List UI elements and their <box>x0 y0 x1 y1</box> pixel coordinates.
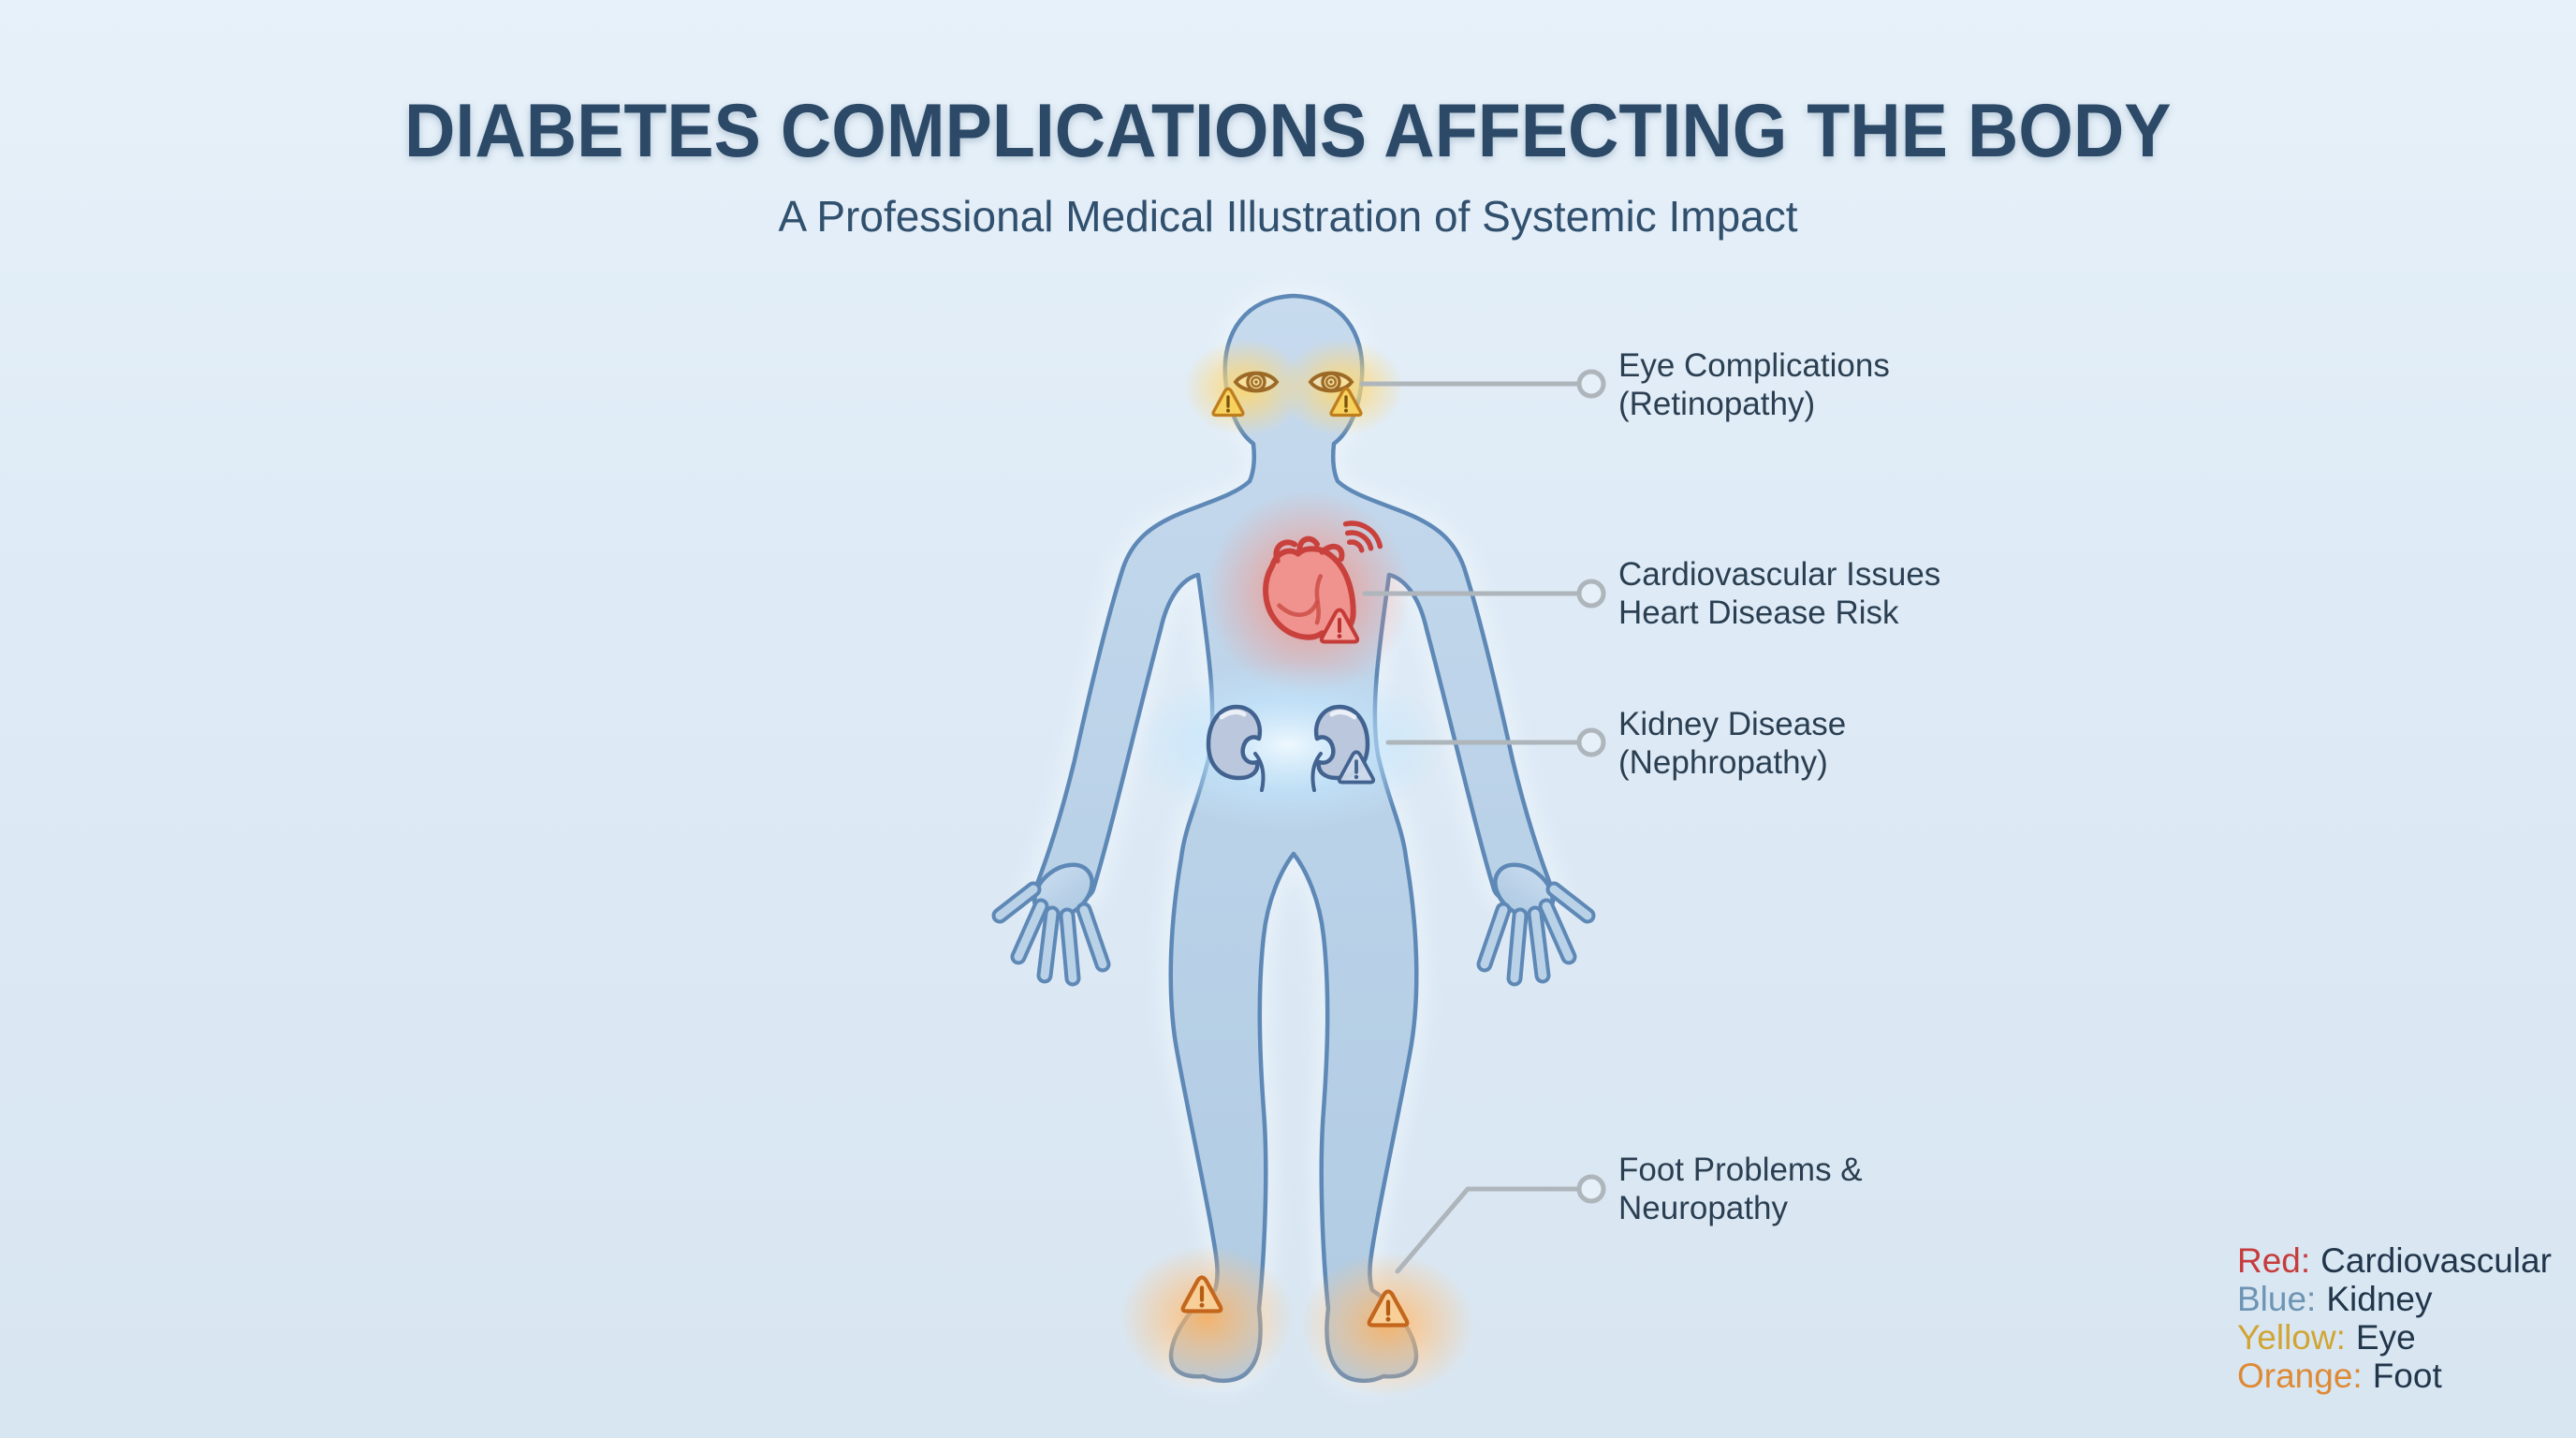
legend-row-kidney: Blue:Kidney <box>2237 1280 2552 1318</box>
legend-term-blue: Blue: <box>2237 1280 2317 1318</box>
warning-triangle-foot-right <box>1367 1289 1410 1328</box>
callout-label-kidney: Kidney Disease (Nephropathy) <box>1618 705 1846 782</box>
legend-row-foot: Orange:Foot <box>2237 1357 2552 1395</box>
page-title: DIABETES COMPLICATIONS AFFECTING THE BOD… <box>0 88 2576 175</box>
callout-label-kidney-line1: Kidney Disease <box>1618 706 1847 742</box>
callout-lines <box>1359 369 1606 1274</box>
warning-triangle-foot-left <box>1180 1275 1223 1313</box>
legend-term-yellow: Yellow: <box>2237 1318 2346 1357</box>
kidney-glow <box>1131 661 1445 829</box>
foot-callout-ring <box>1576 1174 1606 1204</box>
color-legend: Red:Cardiovascular Blue:Kidney Yellow:Ey… <box>2237 1241 2552 1395</box>
pulse-signal-icon <box>1342 521 1383 553</box>
warning-triangle-eye-right <box>1329 387 1363 418</box>
callout-label-cardio: Cardiovascular Issues Heart Disease Risk <box>1618 555 1940 632</box>
warning-triangle-kidney <box>1337 750 1376 785</box>
legend-label-foot: Foot <box>2372 1357 2442 1395</box>
left-hand <box>991 862 1111 987</box>
legend-row-cardiovascular: Red:Cardiovascular <box>2237 1241 2552 1280</box>
kidney-callout-ring <box>1576 727 1606 757</box>
callout-label-cardio-line2: Heart Disease Risk <box>1618 594 1899 631</box>
callout-label-eye: Eye Complications (Retinopathy) <box>1618 346 1890 423</box>
warning-triangle-heart <box>1319 608 1360 644</box>
callout-label-eye-line2: (Retinopathy) <box>1618 386 1816 422</box>
foot-glow-left <box>1119 1245 1295 1391</box>
callout-label-eye-line1: Eye Complications <box>1618 347 1890 384</box>
callout-label-cardio-line1: Cardiovascular Issues <box>1618 556 1941 593</box>
legend-term-orange: Orange: <box>2237 1357 2363 1395</box>
eye-icon-left <box>1233 371 1280 393</box>
legend-label-cardiovascular: Cardiovascular <box>2320 1241 2552 1280</box>
foot-callout-line <box>1395 1186 1581 1274</box>
human-body-silhouette <box>991 286 1596 1390</box>
warning-triangle-eye-left <box>1211 387 1245 418</box>
legend-term-red: Red: <box>2237 1241 2311 1280</box>
cardio-callout-ring <box>1576 579 1606 609</box>
legend-label-eye: Eye <box>2355 1318 2416 1357</box>
right-hand <box>1476 862 1596 987</box>
legend-label-kidney: Kidney <box>2326 1280 2433 1318</box>
callout-label-foot: Foot Problems & Neuropathy <box>1618 1151 1863 1227</box>
eye-callout-ring <box>1576 369 1606 399</box>
callout-label-foot-line2: Neuropathy <box>1618 1190 1788 1226</box>
heart-icon <box>1263 536 1356 640</box>
kidney-icon-left <box>1206 704 1266 792</box>
callout-label-foot-line1: Foot Problems & <box>1618 1152 1863 1188</box>
legend-row-eye: Yellow:Eye <box>2237 1318 2552 1357</box>
eye-icon-right <box>1308 371 1354 393</box>
page-title-text: DIABETES COMPLICATIONS AFFECTING THE BOD… <box>404 89 2172 173</box>
callout-label-kidney-line2: (Nephropathy) <box>1618 744 1828 781</box>
page-subtitle: A Professional Medical Illustration of S… <box>778 192 1798 241</box>
